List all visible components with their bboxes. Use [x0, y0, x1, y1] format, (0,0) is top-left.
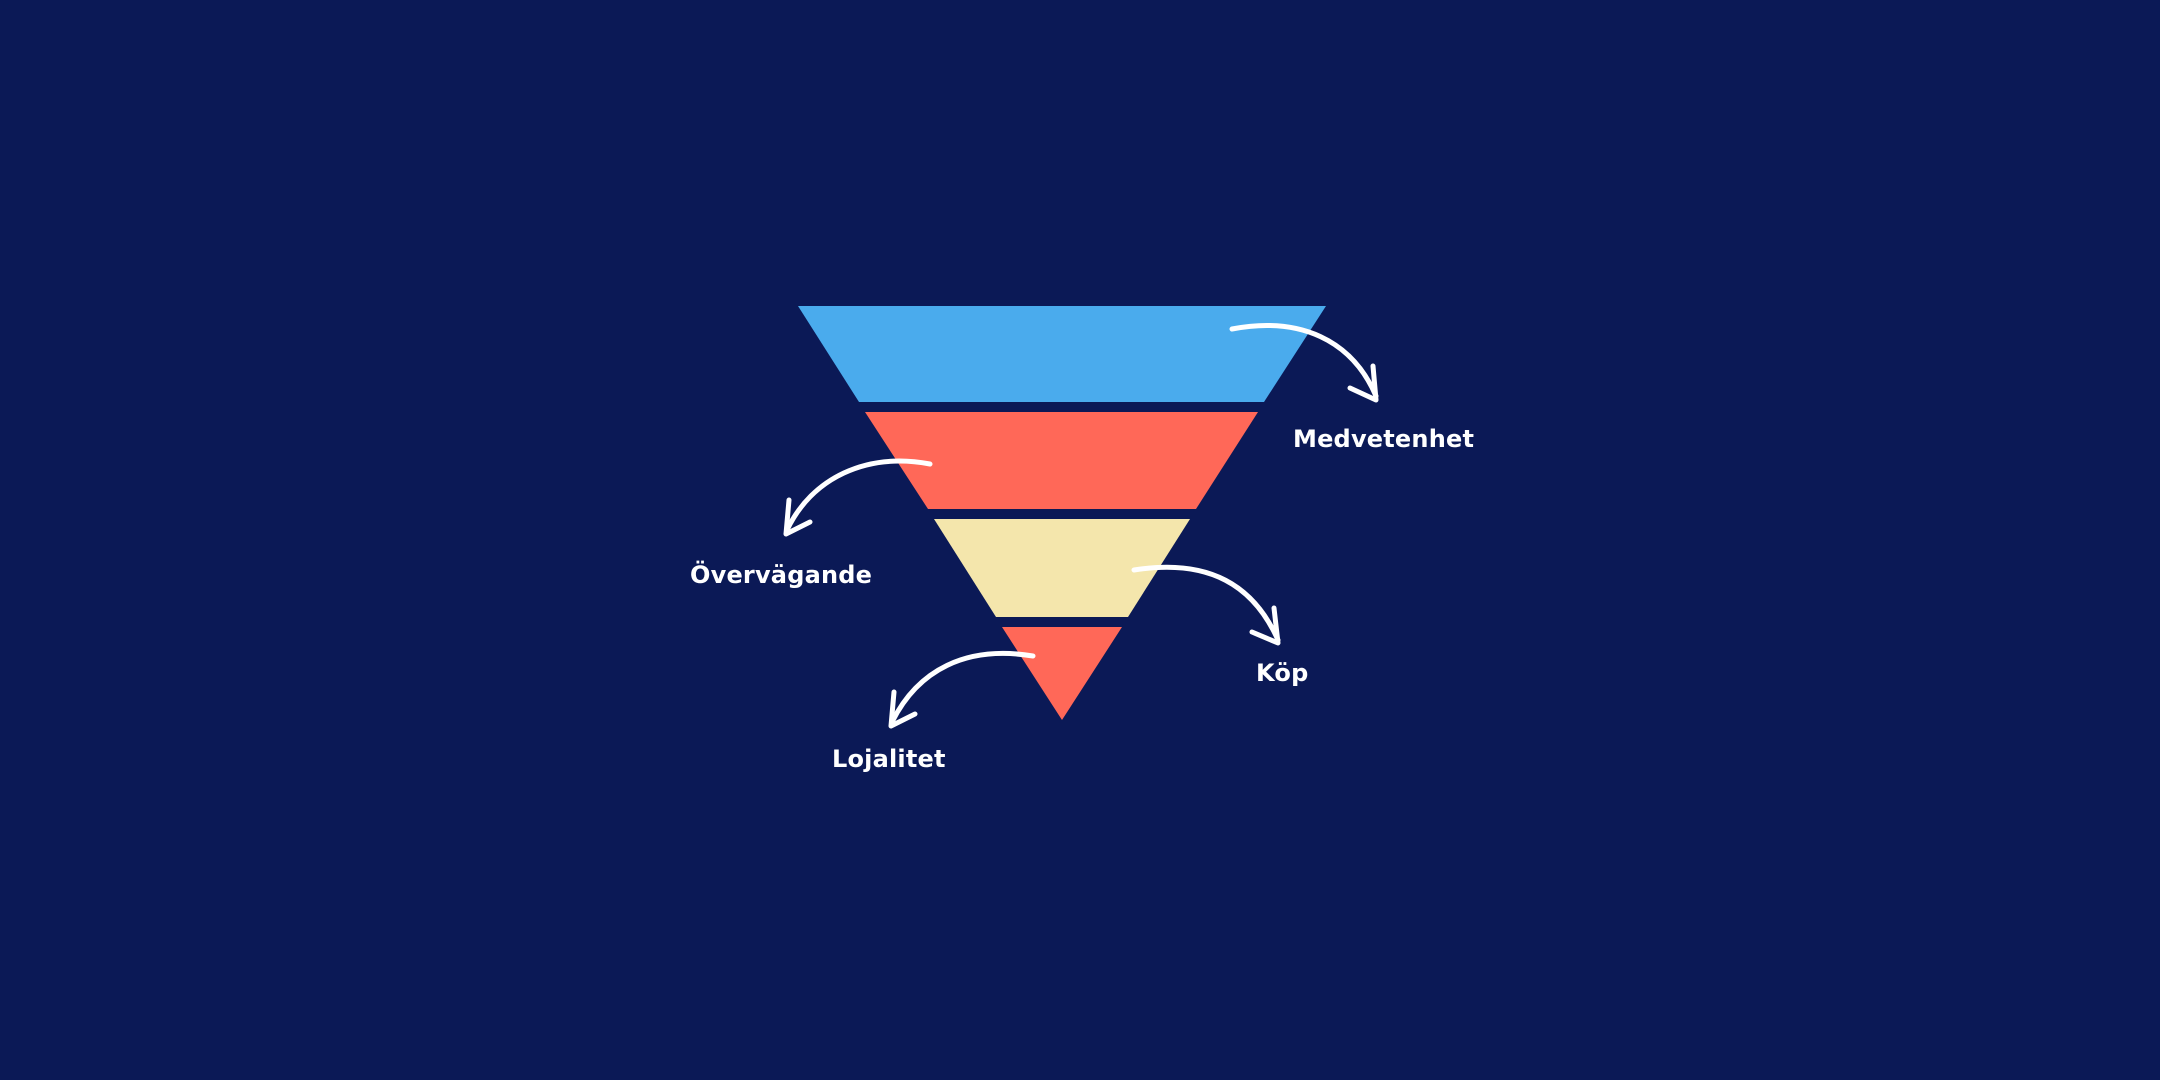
label-lojalitet: Lojalitet [832, 745, 946, 773]
label-overvagande: Övervägande [690, 561, 873, 589]
arrow-lojalitet [888, 650, 1036, 729]
label-kop: Köp [1256, 659, 1309, 687]
funnel-stage-2 [865, 412, 1258, 509]
label-medvetenhet: Medvetenhet [1293, 425, 1475, 453]
funnel-stage-4 [1002, 627, 1122, 720]
funnel-stage-1 [798, 306, 1326, 402]
arrow-overvagande [783, 458, 933, 537]
arrow-medvetenhet [1229, 323, 1379, 403]
arrow-kop [1131, 564, 1281, 646]
funnel-stage-3 [934, 519, 1190, 617]
